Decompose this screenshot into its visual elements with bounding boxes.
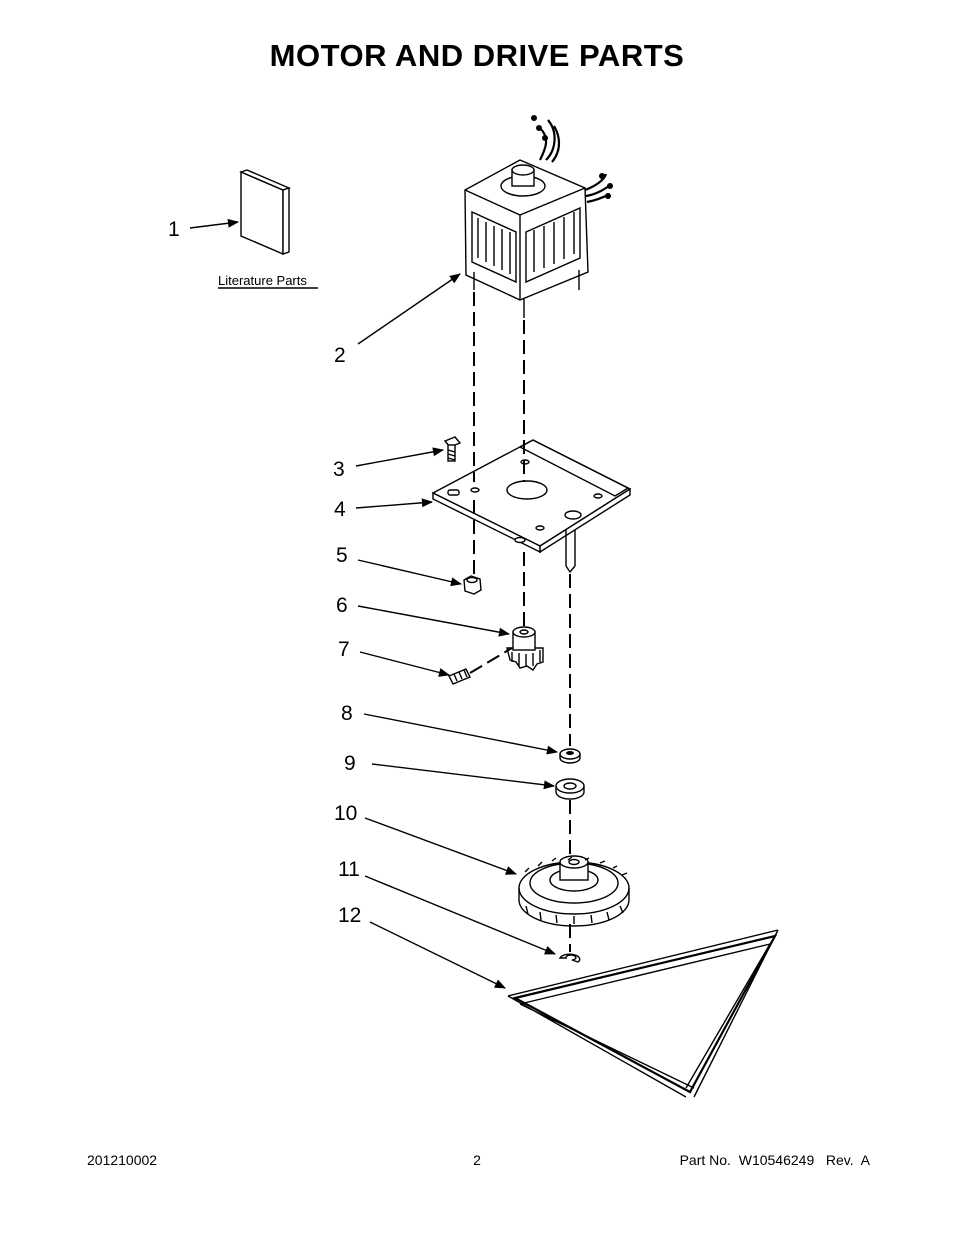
callout-5: 5 [336,544,348,567]
mounting-plate [431,439,632,574]
drive-sprocket [518,855,630,927]
hex-nut [463,575,482,595]
callout-2: 2 [334,344,346,367]
drive-chain [507,929,779,1098]
footer-part-number: Part No. W10546249 Rev. A [679,1152,870,1168]
callout-9: 9 [344,752,356,775]
set-screw [448,668,471,685]
footer-page-number: 2 [473,1152,481,1168]
callout-3: 3 [333,458,345,481]
callout-4: 4 [334,498,346,521]
callout-12: 12 [338,904,361,927]
screw [443,436,462,462]
page-title: MOTOR AND DRIVE PARTS [269,38,685,73]
retaining-clip [558,953,581,963]
callout-7: 7 [338,638,350,661]
small-washer [559,748,581,764]
callout-8: 8 [341,702,353,725]
literature-booklet [239,169,291,256]
callout-leaders [189,218,559,989]
callout-11: 11 [338,858,360,881]
motor [464,115,613,318]
callout-1: 1 [168,218,180,241]
callout-6: 6 [336,594,348,617]
callout-10: 10 [334,802,357,825]
assembly-line-set-screw [469,647,513,674]
footer-doc-number: 201210002 [87,1152,158,1168]
pinion-gear [506,626,544,671]
literature-parts-label: Literature Parts [218,273,307,288]
bearing [555,778,585,800]
